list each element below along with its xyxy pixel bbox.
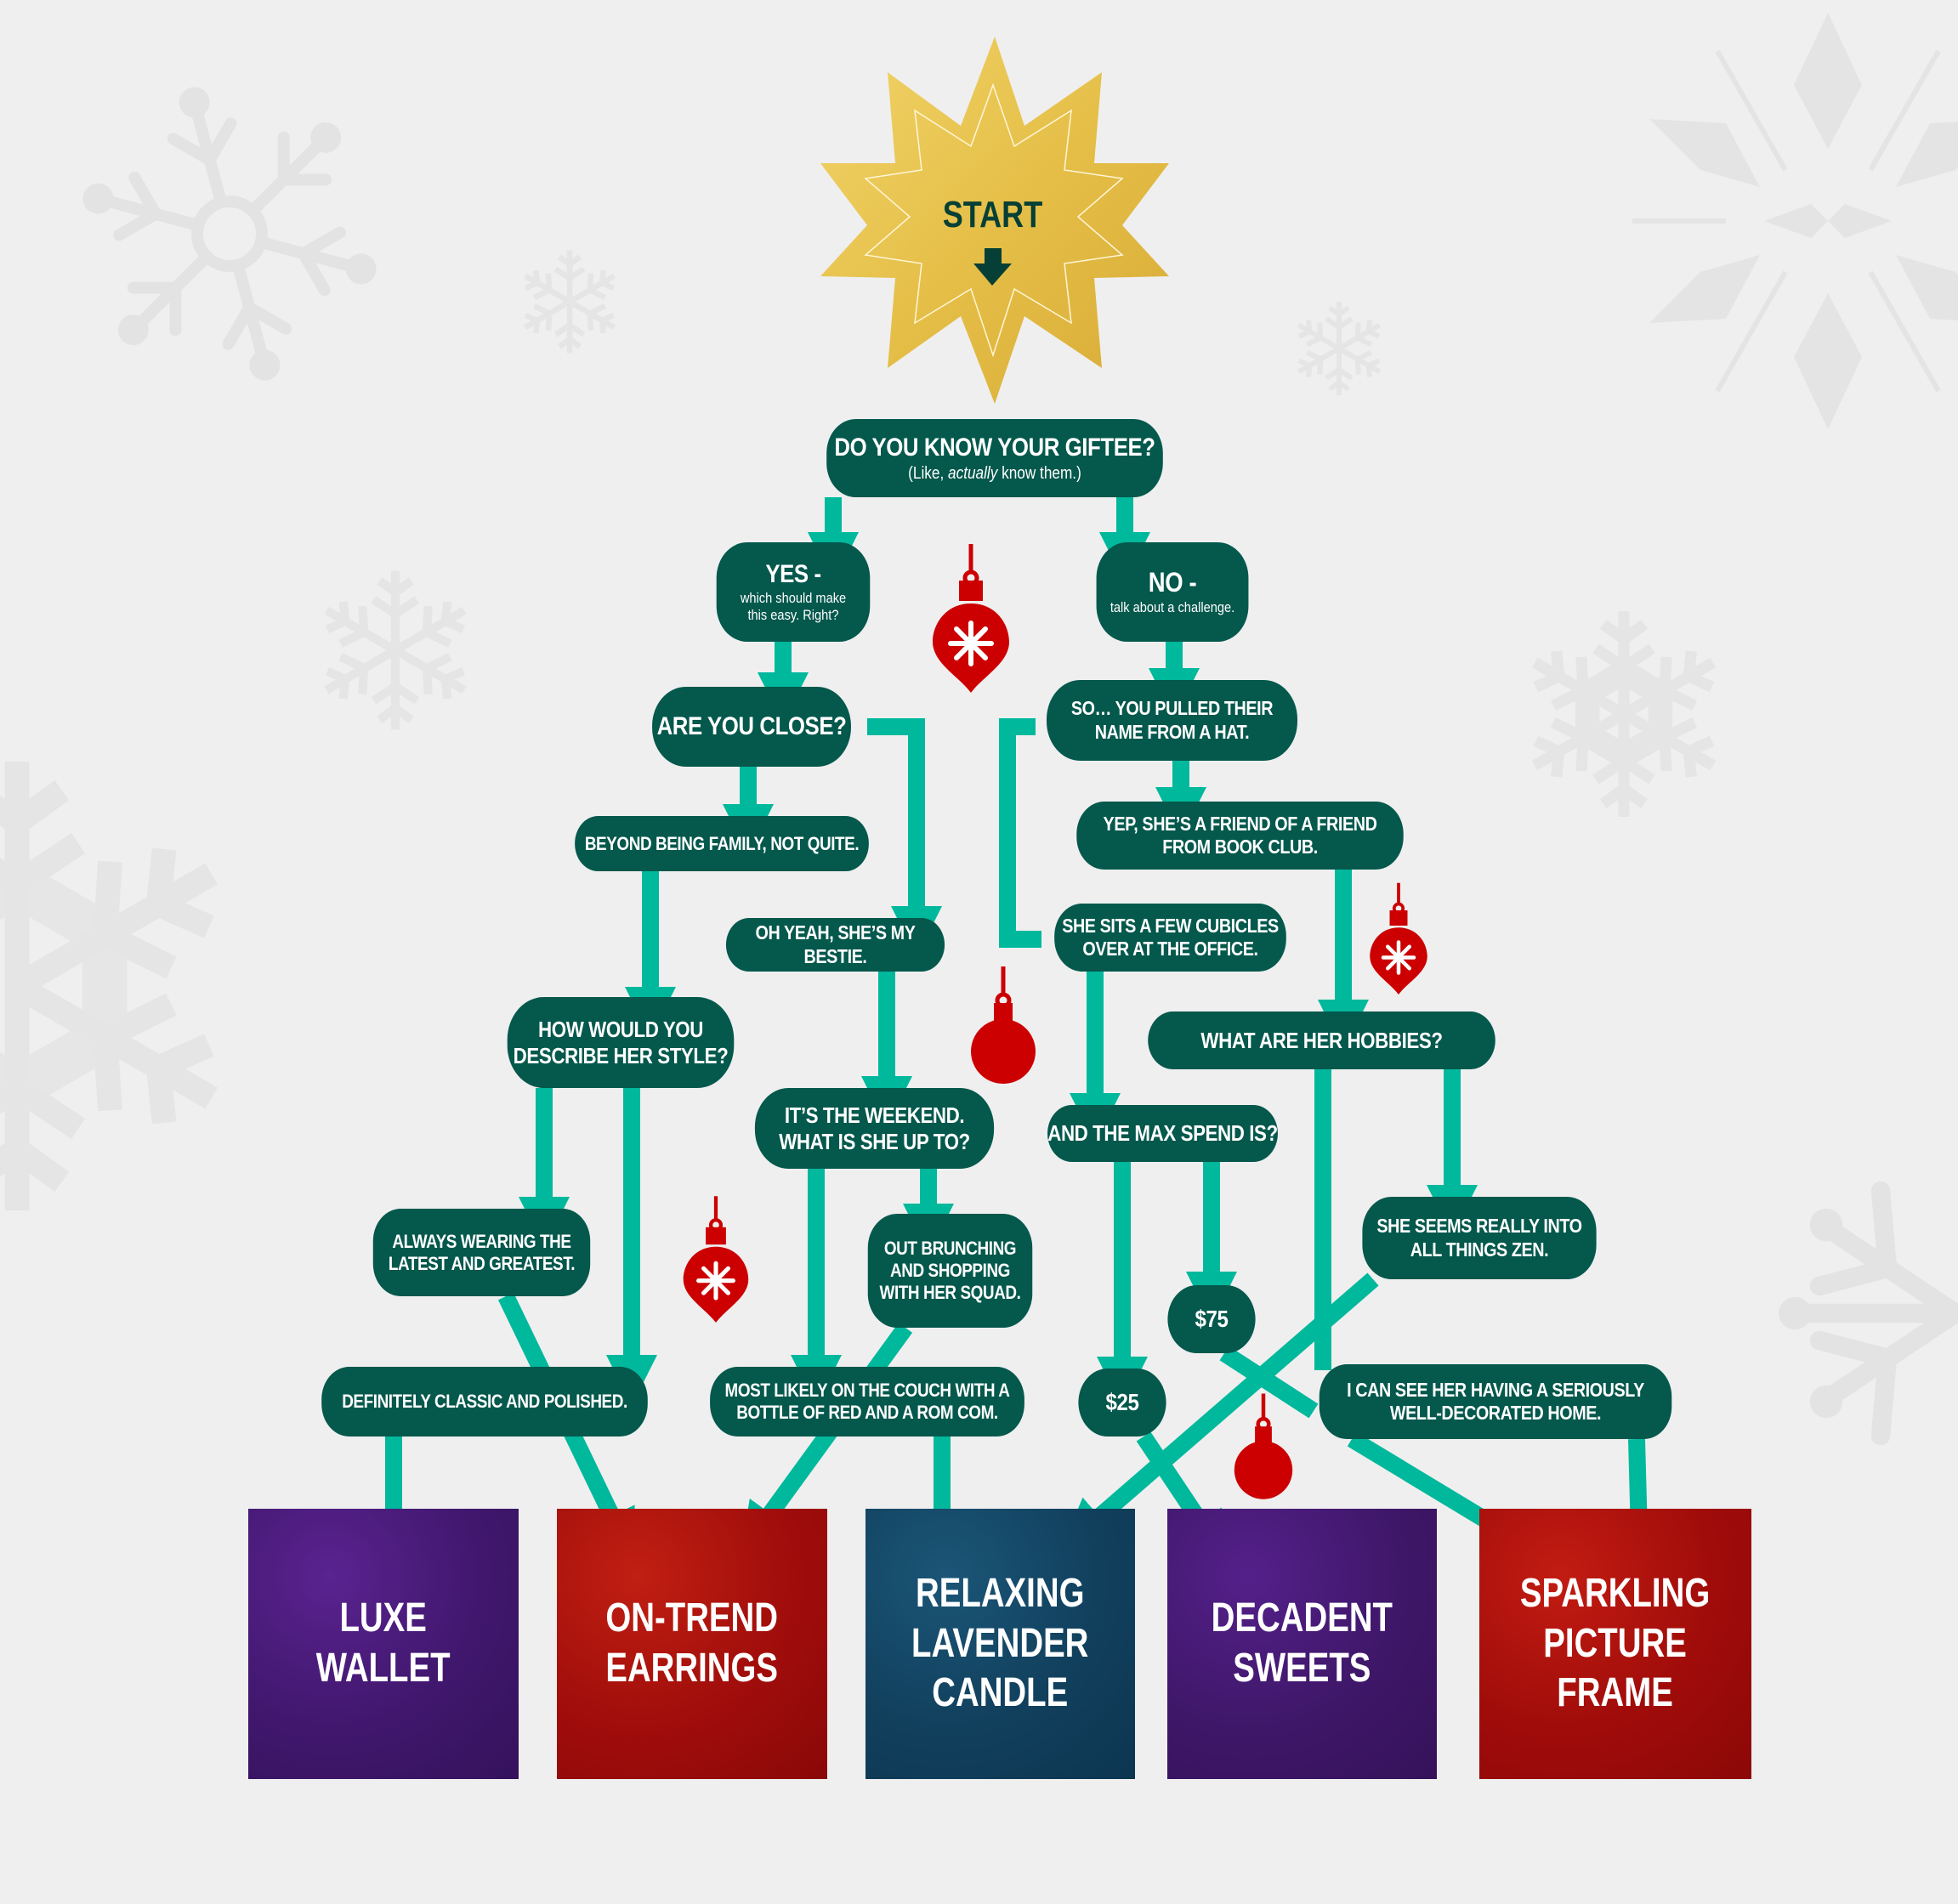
question-hobbies[interactable]: WHAT ARE HER HOBBIES? (1148, 1012, 1495, 1069)
answer-brunching[interactable]: OUT BRUNCHING AND SHOPPING WITH HER SQUA… (867, 1214, 1033, 1328)
know-giftee-subtitle: (Like, actually know them.) (908, 463, 1081, 483)
ornament-snowflake-icon (1370, 883, 1427, 994)
answer-zen[interactable]: SHE SEEMS REALLY INTO ALL THINGS ZEN. (1362, 1197, 1597, 1279)
connector (999, 718, 1041, 948)
answer-latest-greatest[interactable]: ALWAYS WEARING THE LATEST AND GREATEST. (372, 1209, 591, 1296)
snowflake-icon (0, 762, 242, 1210)
question-are-you-close[interactable]: ARE YOU CLOSE? (652, 687, 851, 767)
connector (867, 718, 942, 957)
answer-spend-75[interactable]: $75 (1167, 1285, 1256, 1353)
ornament-round-icon (1234, 1394, 1292, 1499)
question-weekend[interactable]: IT’S THE WEEKEND. WHAT IS SHE UP TO? (754, 1088, 995, 1169)
question-know-giftee[interactable]: DO YOU KNOW YOUR GIFTEE? (Like, actually… (826, 419, 1163, 497)
answer-cubicles[interactable]: SHE SITS A FEW CUBICLES OVER AT THE OFFI… (1054, 904, 1286, 972)
question-describe-style[interactable]: HOW WOULD YOU DESCRIBE HER STYLE? (507, 997, 735, 1088)
start-label: START (942, 194, 1043, 235)
question-max-spend[interactable]: AND THE MAX SPEND IS? (1047, 1105, 1278, 1162)
connector (1060, 1272, 1379, 1550)
answer-no[interactable]: NO - talk about a challenge. (1096, 542, 1249, 642)
snowflake-icon (1632, 13, 1958, 429)
answer-yes[interactable]: YES - which should make this easy. Right… (716, 542, 871, 642)
snowflake-icon (1521, 611, 1728, 817)
connector (1219, 1346, 1319, 1419)
gift-luxe-wallet[interactable]: LUXE WALLET (248, 1509, 519, 1779)
gift-lavender-candle[interactable]: RELAXING LAVENDER CANDLE (865, 1509, 1135, 1779)
gift-picture-frame[interactable]: SPARKLING PICTURE FRAME (1479, 1509, 1751, 1779)
answer-couch-rom-com[interactable]: MOST LIKELY ON THE COUCH WITH A BOTTLE O… (710, 1367, 1024, 1436)
answer-friend-of-friend[interactable]: YEP, SHE’S A FRIEND OF A FRIEND FROM BOO… (1076, 802, 1404, 870)
ornament-snowflake-icon (684, 1196, 749, 1323)
ornament-snowflake-icon (933, 544, 1009, 693)
answer-well-decorated[interactable]: I CAN SEE HER HAVING A SERIOUSLY WELL-DE… (1319, 1364, 1672, 1439)
snowflake-icon (76, 80, 383, 388)
answer-beyond-family[interactable]: BEYOND BEING FAMILY, NOT QUITE. (575, 816, 869, 871)
arrow-down-icon (973, 248, 1012, 286)
gift-on-trend-earrings[interactable]: ON-TREND EARRINGS (557, 1509, 827, 1779)
snowflake-icon (1779, 1181, 1958, 1446)
gift-decadent-sweets[interactable]: DECADENT SWEETS (1167, 1509, 1437, 1779)
ornament-round-icon (971, 966, 1036, 1084)
answer-bestie[interactable]: OH YEAH, SHE’S MY BESTIE. (725, 918, 945, 972)
answer-spend-25[interactable]: $25 (1078, 1368, 1166, 1436)
answer-classic-polished[interactable]: DEFINITELY CLASSIC AND POLISHED. (321, 1367, 648, 1436)
star-shape (820, 37, 1169, 404)
answer-name-from-hat[interactable]: SO… YOU PULLED THEIR NAME FROM A HAT. (1047, 680, 1297, 761)
